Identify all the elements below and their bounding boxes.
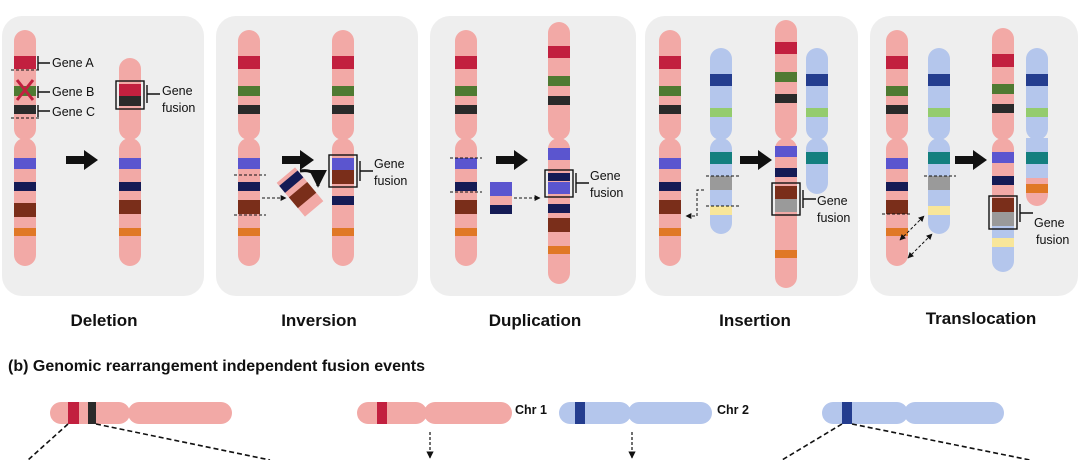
label-gene: Gene — [162, 84, 193, 98]
panel-title-duplication: Duplication — [489, 311, 582, 330]
translocation-chromosome-result-blue — [992, 226, 1014, 272]
label-gene: Gene — [374, 157, 405, 171]
fusion-box — [328, 154, 358, 188]
fusion-box — [544, 169, 574, 198]
insertion-chromosome-result-pink — [775, 20, 797, 288]
label-fusion: fusion — [817, 211, 850, 225]
rotate-arrow-icon — [299, 169, 327, 188]
inversion-chromosome-result — [332, 30, 354, 266]
label-gene-c: Gene C — [52, 105, 95, 119]
translocation-chromosome-pink — [886, 30, 908, 266]
arrow-right-icon — [955, 150, 987, 170]
section-b-chromosome-chr1 — [357, 402, 512, 424]
section-b-chromosome-left — [50, 402, 232, 424]
label-gene-b: Gene B — [52, 85, 94, 99]
insertion-chromosome-pink — [659, 30, 681, 266]
label-fusion: fusion — [374, 174, 407, 188]
arrow-right-icon — [66, 150, 98, 170]
fusion-box — [988, 195, 1018, 230]
label-fusion: fusion — [1036, 233, 1069, 247]
arrow-right-icon — [740, 150, 772, 170]
label-chr1: Chr 1 — [515, 403, 547, 417]
panel-title-deletion: Deletion — [70, 311, 137, 330]
fusion-box — [115, 80, 145, 110]
fusion-box — [771, 182, 801, 216]
insertion-chromosome-result-blue — [806, 48, 828, 194]
panel-title-insertion: Insertion — [719, 311, 791, 330]
duplication-chromosome-result — [548, 22, 570, 284]
panel-duplication — [430, 16, 636, 296]
inverted-segment — [276, 167, 324, 217]
translocation-chromosome-result-pink — [992, 28, 1014, 234]
label-gene-a: Gene A — [52, 56, 94, 70]
inversion-chromosome-original — [238, 30, 260, 266]
deletion-chromosome-result — [119, 58, 141, 266]
duplicated-segment — [490, 182, 512, 214]
duplication-chromosome-original — [455, 30, 477, 266]
arrow-right-icon — [496, 150, 528, 170]
translocation-chromosome-blue — [928, 48, 950, 234]
label-fusion: fusion — [162, 101, 195, 115]
cross-mark-icon — [15, 79, 35, 101]
section-b-title: (b) Genomic rearrangement independent fu… — [8, 358, 425, 375]
arrow-right-icon — [282, 150, 314, 170]
panel-inversion — [216, 16, 418, 296]
panel-title-inversion: Inversion — [281, 311, 357, 330]
label-fusion: fusion — [590, 186, 623, 200]
insertion-chromosome-blue — [710, 48, 732, 234]
label-gene: Gene — [590, 169, 621, 183]
label-gene: Gene — [1034, 216, 1065, 230]
section-b-chromosome-right — [822, 402, 1004, 424]
section-b-chromosome-chr2 — [559, 402, 712, 424]
panel-deletion — [2, 16, 204, 296]
label-gene: Gene — [817, 194, 848, 208]
panel-title-translocation: Translocation — [926, 309, 1037, 328]
translocation-chromosome-result-blue-upper — [1026, 48, 1048, 206]
deletion-chromosome-original — [14, 30, 36, 266]
label-chr2: Chr 2 — [717, 403, 749, 417]
